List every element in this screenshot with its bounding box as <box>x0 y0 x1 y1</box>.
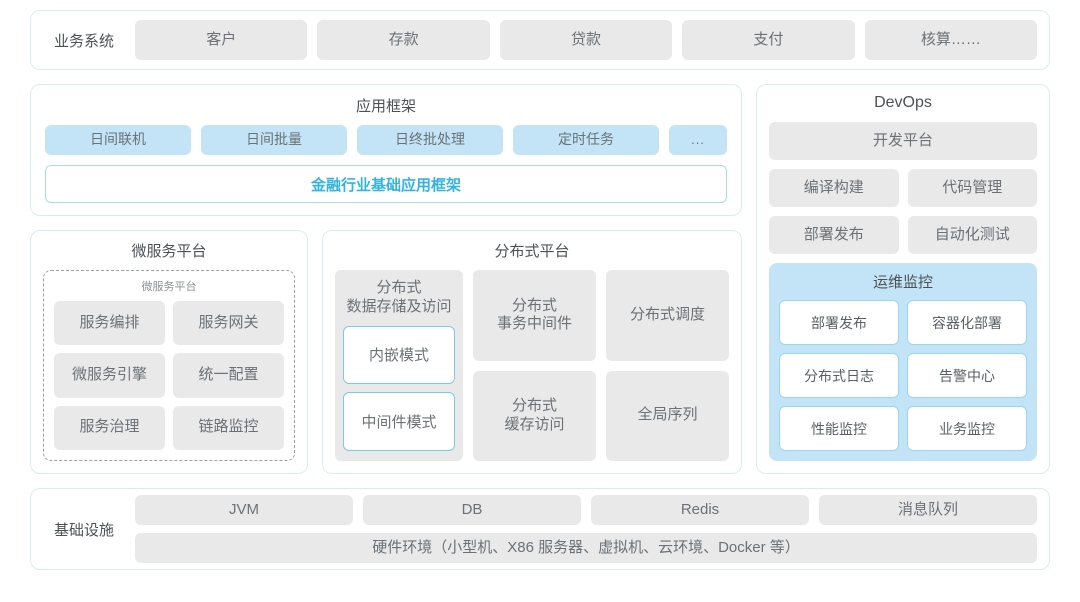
app-chip-daytime-batch[interactable]: 日间批量 <box>201 125 347 155</box>
microservice-platform-panel: 微服务平台 微服务平台 服务编排 服务网关 微服务引擎 统一配置 服务治理 链路… <box>30 230 308 474</box>
app-chip-scheduled-task[interactable]: 定时任务 <box>513 125 659 155</box>
dist-item-transaction-middleware-line1: 分布式 <box>511 296 557 314</box>
distributed-data-storage-group: 分布式 数据存储及访问 内嵌模式 中间件模式 <box>335 270 463 461</box>
business-item-deposit[interactable]: 存款 <box>317 20 490 60</box>
devops-item-code-management[interactable]: 代码管理 <box>907 169 1037 207</box>
dist-item-global-sequence[interactable]: 全局序列 <box>606 370 729 461</box>
micro-item-service-orchestration[interactable]: 服务编排 <box>54 301 165 346</box>
dist-item-transaction-middleware[interactable]: 分布式 事务中间件 <box>473 270 596 361</box>
business-item-accounting[interactable]: 核算…… <box>864 20 1038 60</box>
infra-item-jvm[interactable]: JVM <box>135 495 353 525</box>
middle-left-column: 应用框架 日间联机 日间批量 日终批处理 定时任务 ... 金融行业基础应用框架… <box>30 84 742 474</box>
dist-item-transaction-middleware-line2: 事务中间件 <box>496 315 572 333</box>
devops-column: DevOps 开发平台 编译构建 代码管理 部署发布 自动化测试 运维监控 部署… <box>756 84 1050 474</box>
mode-embedded[interactable]: 内嵌模式 <box>343 325 455 385</box>
application-framework-panel: 应用框架 日间联机 日间批量 日终批处理 定时任务 ... 金融行业基础应用框架 <box>30 84 742 216</box>
app-chip-eod-batch[interactable]: 日终批处理 <box>357 125 503 155</box>
infrastructure-items: JVM DB Redis 消息队列 <box>135 495 1037 525</box>
ops-item-alert-center[interactable]: 告警中心 <box>907 353 1027 398</box>
infrastructure-content: JVM DB Redis 消息队列 硬件环境（小型机、X86 服务器、虚拟机、云… <box>135 495 1037 563</box>
infrastructure-row: 基础设施 JVM DB Redis 消息队列 硬件环境（小型机、X86 服务器、… <box>30 488 1050 570</box>
micro-item-service-gateway[interactable]: 服务网关 <box>173 301 284 346</box>
micro-item-service-governance[interactable]: 服务治理 <box>54 405 165 450</box>
ops-item-business-monitoring[interactable]: 业务监控 <box>907 406 1027 451</box>
ops-item-distributed-log[interactable]: 分布式日志 <box>779 353 899 398</box>
ops-item-containerized-deploy[interactable]: 容器化部署 <box>907 300 1027 345</box>
ops-item-deploy-release[interactable]: 部署发布 <box>779 300 899 345</box>
microservice-inner-title: 微服务平台 <box>141 281 197 293</box>
devops-dev-platform[interactable]: 开发平台 <box>769 122 1037 160</box>
finance-base-framework-bar[interactable]: 金融行业基础应用框架 <box>45 165 727 203</box>
devops-item-deploy-release[interactable]: 部署发布 <box>769 216 899 254</box>
distributed-platform-panel: 分布式平台 分布式 数据存储及访问 内嵌模式 中间件模式 <box>322 230 742 474</box>
ops-monitoring-grid: 部署发布 容器化部署 分布式日志 告警中心 性能监控 业务监控 <box>779 300 1027 451</box>
mode-middleware[interactable]: 中间件模式 <box>343 392 455 451</box>
app-chip-more[interactable]: ... <box>669 125 727 155</box>
dist-item-cache-access-line1: 分布式 <box>511 397 557 414</box>
devops-item-compile-build[interactable]: 编译构建 <box>769 169 899 207</box>
infra-item-db[interactable]: DB <box>363 495 581 525</box>
micro-item-microservice-engine[interactable]: 微服务引擎 <box>54 353 165 398</box>
microservice-items-grid: 服务编排 服务网关 微服务引擎 统一配置 服务治理 链路监控 <box>54 301 284 450</box>
application-framework-chips: 日间联机 日间批量 日终批处理 定时任务 ... <box>45 125 727 155</box>
business-system-row: 业务系统 客户 存款 贷款 支付 核算…… <box>30 10 1050 70</box>
infra-item-message-queue[interactable]: 消息队列 <box>819 495 1037 525</box>
distributed-data-storage-caption-line1: 分布式 <box>376 279 422 296</box>
micro-item-unified-config[interactable]: 统一配置 <box>173 353 284 398</box>
platforms-row: 微服务平台 微服务平台 服务编排 服务网关 微服务引擎 统一配置 服务治理 链路… <box>30 230 742 474</box>
application-framework-title: 应用框架 <box>355 98 416 115</box>
microservice-platform-title: 微服务平台 <box>131 243 207 260</box>
distributed-data-storage-caption: 分布式 数据存储及访问 <box>343 279 455 317</box>
ops-item-performance-monitoring[interactable]: 性能监控 <box>779 406 899 451</box>
middle-area: 应用框架 日间联机 日间批量 日终批处理 定时任务 ... 金融行业基础应用框架… <box>30 84 1050 474</box>
business-item-customer[interactable]: 客户 <box>135 20 308 60</box>
infra-hardware-environment[interactable]: 硬件环境（小型机、X86 服务器、虚拟机、云环境、Docker 等） <box>135 533 1037 563</box>
ops-monitoring-group: 运维监控 部署发布 容器化部署 分布式日志 告警中心 性能监控 业务监控 <box>769 263 1037 461</box>
business-item-payment[interactable]: 支付 <box>682 20 855 60</box>
devops-panel: DevOps 开发平台 编译构建 代码管理 部署发布 自动化测试 运维监控 部署… <box>756 84 1050 474</box>
devops-pairs-grid: 编译构建 代码管理 部署发布 自动化测试 <box>769 169 1037 254</box>
distributed-items-grid: 分布式 事务中间件 分布式调度 分布式 缓存访问 <box>473 270 729 461</box>
devops-item-automated-testing[interactable]: 自动化测试 <box>907 216 1037 254</box>
app-chip-daytime-online[interactable]: 日间联机 <box>45 125 191 155</box>
micro-item-link-monitoring[interactable]: 链路监控 <box>173 405 284 450</box>
devops-title: DevOps <box>874 94 932 111</box>
dist-item-cache-access[interactable]: 分布式 缓存访问 <box>473 370 596 461</box>
distributed-platform-title: 分布式平台 <box>494 243 570 260</box>
distributed-body: 分布式 数据存储及访问 内嵌模式 中间件模式 分布式 事务中间件 <box>335 270 729 461</box>
dist-item-scheduling[interactable]: 分布式调度 <box>606 270 729 361</box>
dist-item-cache-access-line2: 缓存访问 <box>504 415 565 433</box>
infrastructure-label: 基础设施 <box>53 521 114 539</box>
distributed-data-storage-caption-line2: 数据存储及访问 <box>346 297 452 315</box>
infra-item-redis[interactable]: Redis <box>591 495 809 525</box>
business-item-loan[interactable]: 贷款 <box>499 20 673 60</box>
microservice-inner-group: 微服务平台 服务编排 服务网关 微服务引擎 统一配置 服务治理 链路监控 <box>43 270 295 461</box>
business-system-label: 业务系统 <box>53 32 114 50</box>
ops-monitoring-title: 运维监控 <box>872 274 933 291</box>
